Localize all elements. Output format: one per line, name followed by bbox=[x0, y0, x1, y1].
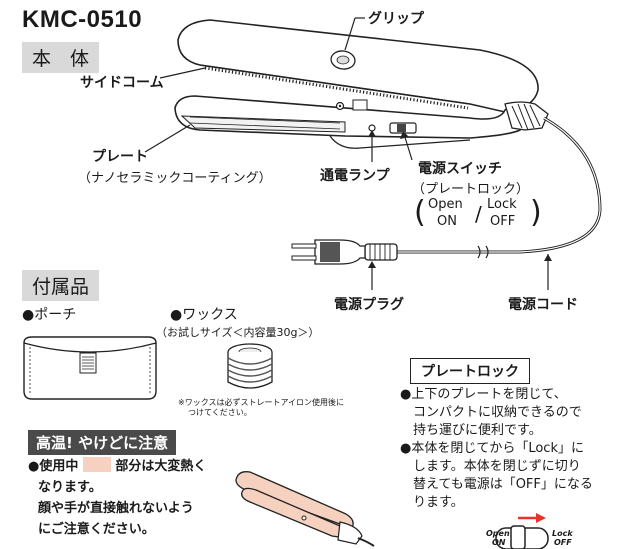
switch-diagram bbox=[495, 513, 549, 549]
warning-line-3: 顔や手が直接触れないよう bbox=[38, 501, 194, 516]
hot-iron-image bbox=[235, 471, 375, 547]
slash-divider: / bbox=[475, 202, 482, 226]
diagram-open: Open bbox=[486, 529, 510, 538]
plate-lock-text: ●上下のプレートを閉じて、 コンパクトに収納できるので 持ち運びに便利です。 ●… bbox=[400, 386, 593, 512]
diagram-lock: Lock bbox=[552, 529, 573, 538]
open-lock-bracket-left: ( bbox=[414, 195, 426, 230]
plate-lock-line-6: 替えても電源は「OFF」になる bbox=[400, 477, 593, 492]
plate-lock-line-5: します。本体を閉じずに切り bbox=[400, 459, 581, 474]
wax-jar-image bbox=[227, 343, 273, 389]
plate-lock-title: プレートロック bbox=[410, 358, 530, 384]
switch-note: （プレートロック） bbox=[412, 182, 530, 197]
plate-lock-line-4: ●本体を閉じてから「Lock」に bbox=[400, 441, 584, 456]
plate-label: プレート bbox=[92, 149, 148, 165]
wax-footnote-1: ※ワックスは必ずストレートアイロン使用後に bbox=[178, 398, 345, 407]
side-comb-label: サイドコーム bbox=[80, 75, 164, 91]
pouch-label: ●ポーチ bbox=[22, 307, 77, 323]
pouch-image bbox=[23, 336, 157, 400]
plate-lock-line-7: ります。 bbox=[400, 495, 464, 510]
warning-title: 高温! やけどに注意 bbox=[28, 430, 177, 455]
open-text: Open bbox=[428, 197, 463, 212]
accessories-header: 付属品 bbox=[22, 270, 100, 301]
warning-line-1: ●使用中 部分は大変熱く bbox=[28, 456, 206, 477]
model-number: KMC-0510 bbox=[22, 6, 143, 33]
open-lock-bracket-right: ) bbox=[530, 195, 542, 230]
warning-line-4: にご注意ください。 bbox=[38, 522, 155, 537]
power-cord-label: 電源コード bbox=[508, 297, 578, 313]
plate-lock-line-1: ●上下のプレートを閉じて、 bbox=[400, 387, 567, 402]
warning-line-2: なります。 bbox=[38, 480, 102, 495]
wax-label: ●ワックス bbox=[170, 307, 238, 323]
plate-note: （ナノセラミックコーティング） bbox=[78, 171, 272, 186]
diagram-off: OFF bbox=[554, 538, 572, 547]
main-unit-header: 本 体 bbox=[22, 42, 100, 73]
hot-zone-swatch bbox=[82, 457, 111, 472]
power-lamp-label: 通電ランプ bbox=[320, 168, 390, 184]
off-text: OFF bbox=[490, 214, 516, 229]
plate-lock-line-2: コンパクトに収納できるので bbox=[400, 405, 582, 420]
grip-label: グリップ bbox=[368, 11, 424, 27]
wax-footnote-2: つけてください。 bbox=[188, 408, 252, 417]
warning-line-1b: 部分は大変熱く bbox=[115, 459, 207, 474]
plate-lock-line-3: 持ち運びに便利です。 bbox=[400, 423, 542, 438]
wax-note: （お試しサイズ＜内容量30g＞） bbox=[156, 326, 320, 339]
power-switch-label: 電源スイッチ bbox=[418, 161, 502, 177]
power-plug-label: 電源プラグ bbox=[334, 297, 404, 313]
diagram-on: ON bbox=[492, 538, 506, 547]
warning-line-1a: ●使用中 bbox=[28, 459, 79, 474]
on-text: ON bbox=[437, 214, 457, 229]
lock-text: Lock bbox=[487, 197, 517, 212]
